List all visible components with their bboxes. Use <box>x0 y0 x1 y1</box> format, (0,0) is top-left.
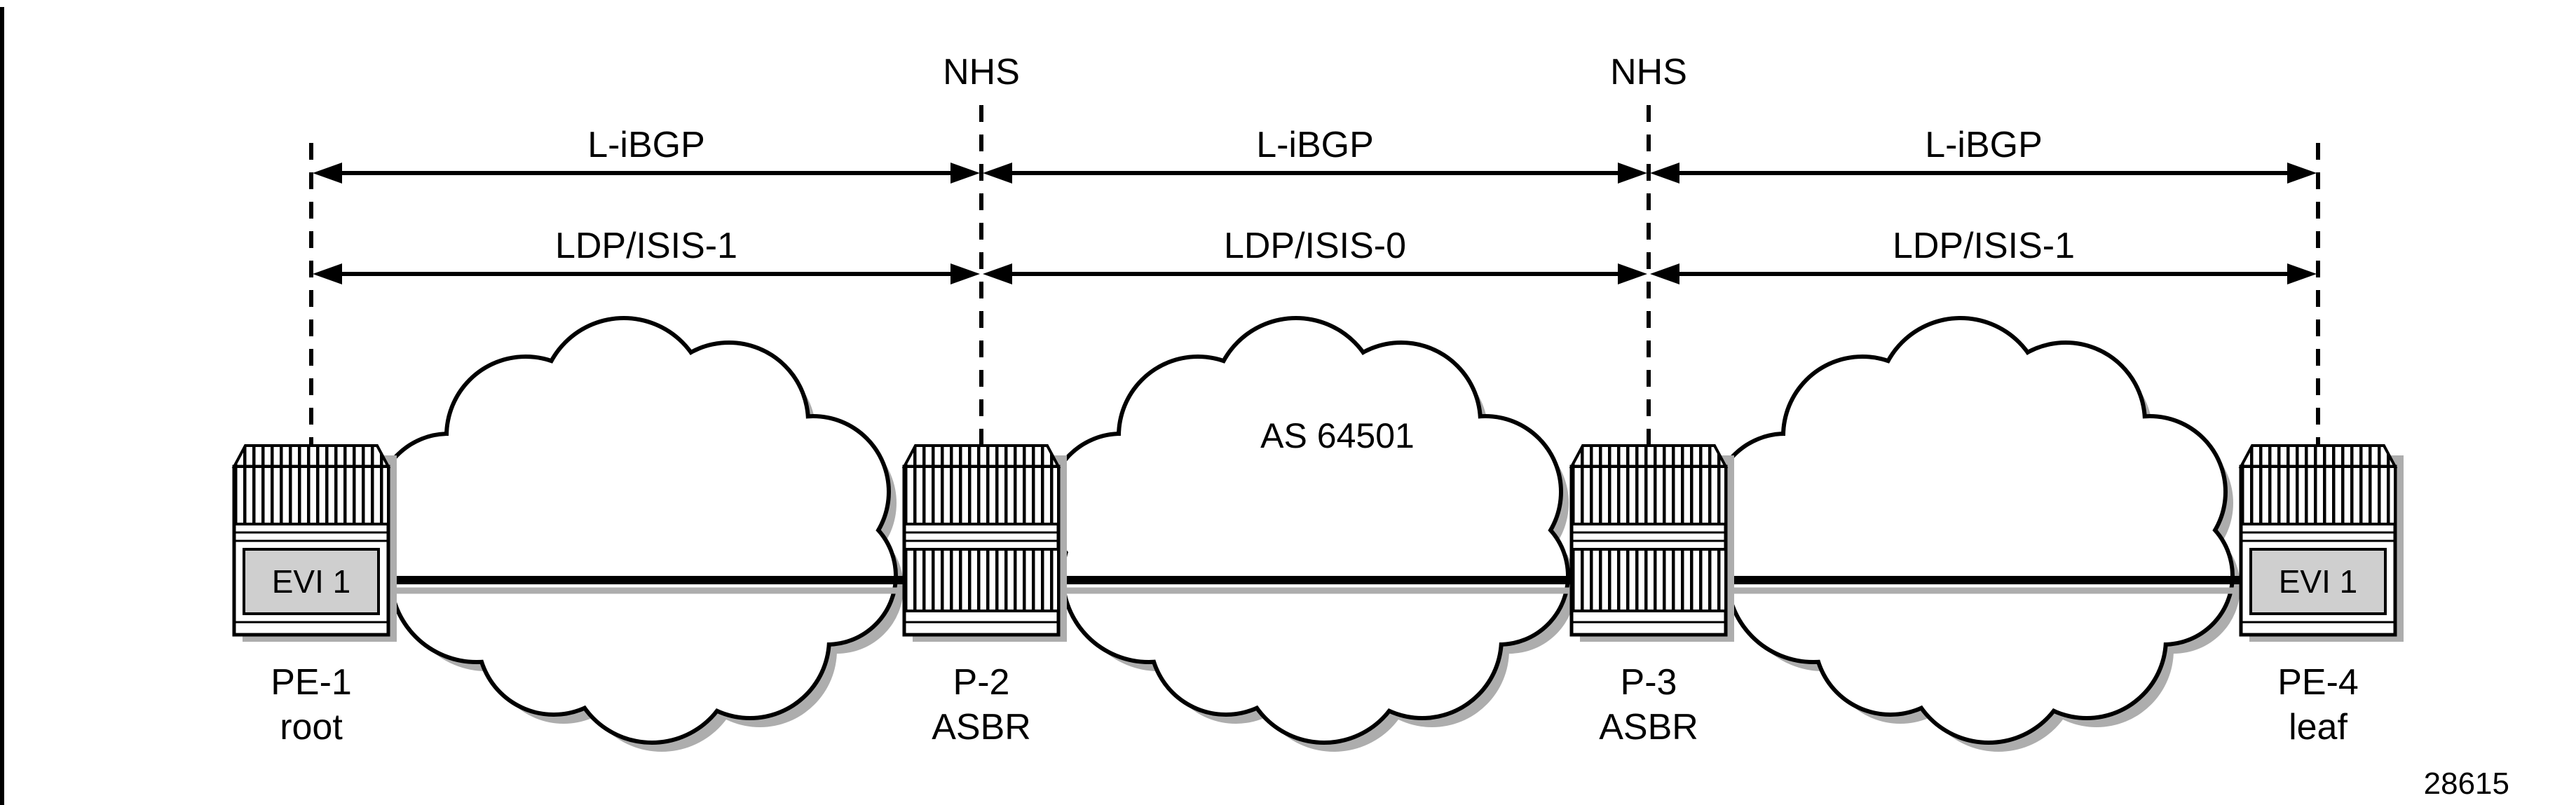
nhs-label-p2: NHS <box>943 52 1020 92</box>
router-role: ASBR <box>932 707 1031 748</box>
ldp-arrow-3 <box>1650 263 2317 284</box>
cloud-middle <box>1051 320 1576 752</box>
evi-label-pe1: EVI 1 <box>271 563 351 600</box>
router-label-p2: P-2 ASBR <box>932 660 1031 750</box>
cloud-left <box>379 320 904 752</box>
as-number-label: AS 64501 <box>1260 416 1415 455</box>
libgp-label-3: L-iBGP <box>1925 125 2043 165</box>
ldp-arrow-1 <box>313 263 980 284</box>
router-label-pe4: PE-4 leaf <box>2277 660 2359 750</box>
ldp-label-3: LDP/ISIS-1 <box>1892 226 2076 266</box>
router-p3-icon <box>1572 446 1734 642</box>
router-pe4-icon <box>2241 446 2404 642</box>
libgp-arrow-3 <box>1650 163 2317 184</box>
libgp-label-2: L-iBGP <box>1256 125 1374 165</box>
router-name: PE-4 <box>2277 662 2359 703</box>
router-label-p3: P-3 ASBR <box>1599 660 1698 750</box>
router-name: P-2 <box>953 662 1010 703</box>
router-p2-icon <box>904 446 1067 642</box>
cloud-right <box>1715 320 2240 752</box>
router-role: root <box>280 707 343 748</box>
router-label-pe1: PE-1 root <box>271 660 352 750</box>
router-role: leaf <box>2289 707 2347 748</box>
libgp-arrow-2 <box>983 163 1647 184</box>
libgp-arrow-1 <box>313 163 980 184</box>
router-pe1-icon <box>234 446 397 642</box>
figure-number: 28615 <box>2423 766 2509 801</box>
libgp-label-1: L-iBGP <box>587 125 705 165</box>
router-role: ASBR <box>1599 707 1698 748</box>
router-name: P-3 <box>1620 662 1677 703</box>
router-name: PE-1 <box>271 662 352 703</box>
nhs-label-p3: NHS <box>1610 52 1687 92</box>
page-edge-bar <box>0 7 4 805</box>
ldp-label-2: LDP/ISIS-0 <box>1223 226 1407 266</box>
evi-label-pe4: EVI 1 <box>2278 563 2358 600</box>
ldp-label-1: LDP/ISIS-1 <box>554 226 738 266</box>
ldp-arrow-2 <box>983 263 1647 284</box>
